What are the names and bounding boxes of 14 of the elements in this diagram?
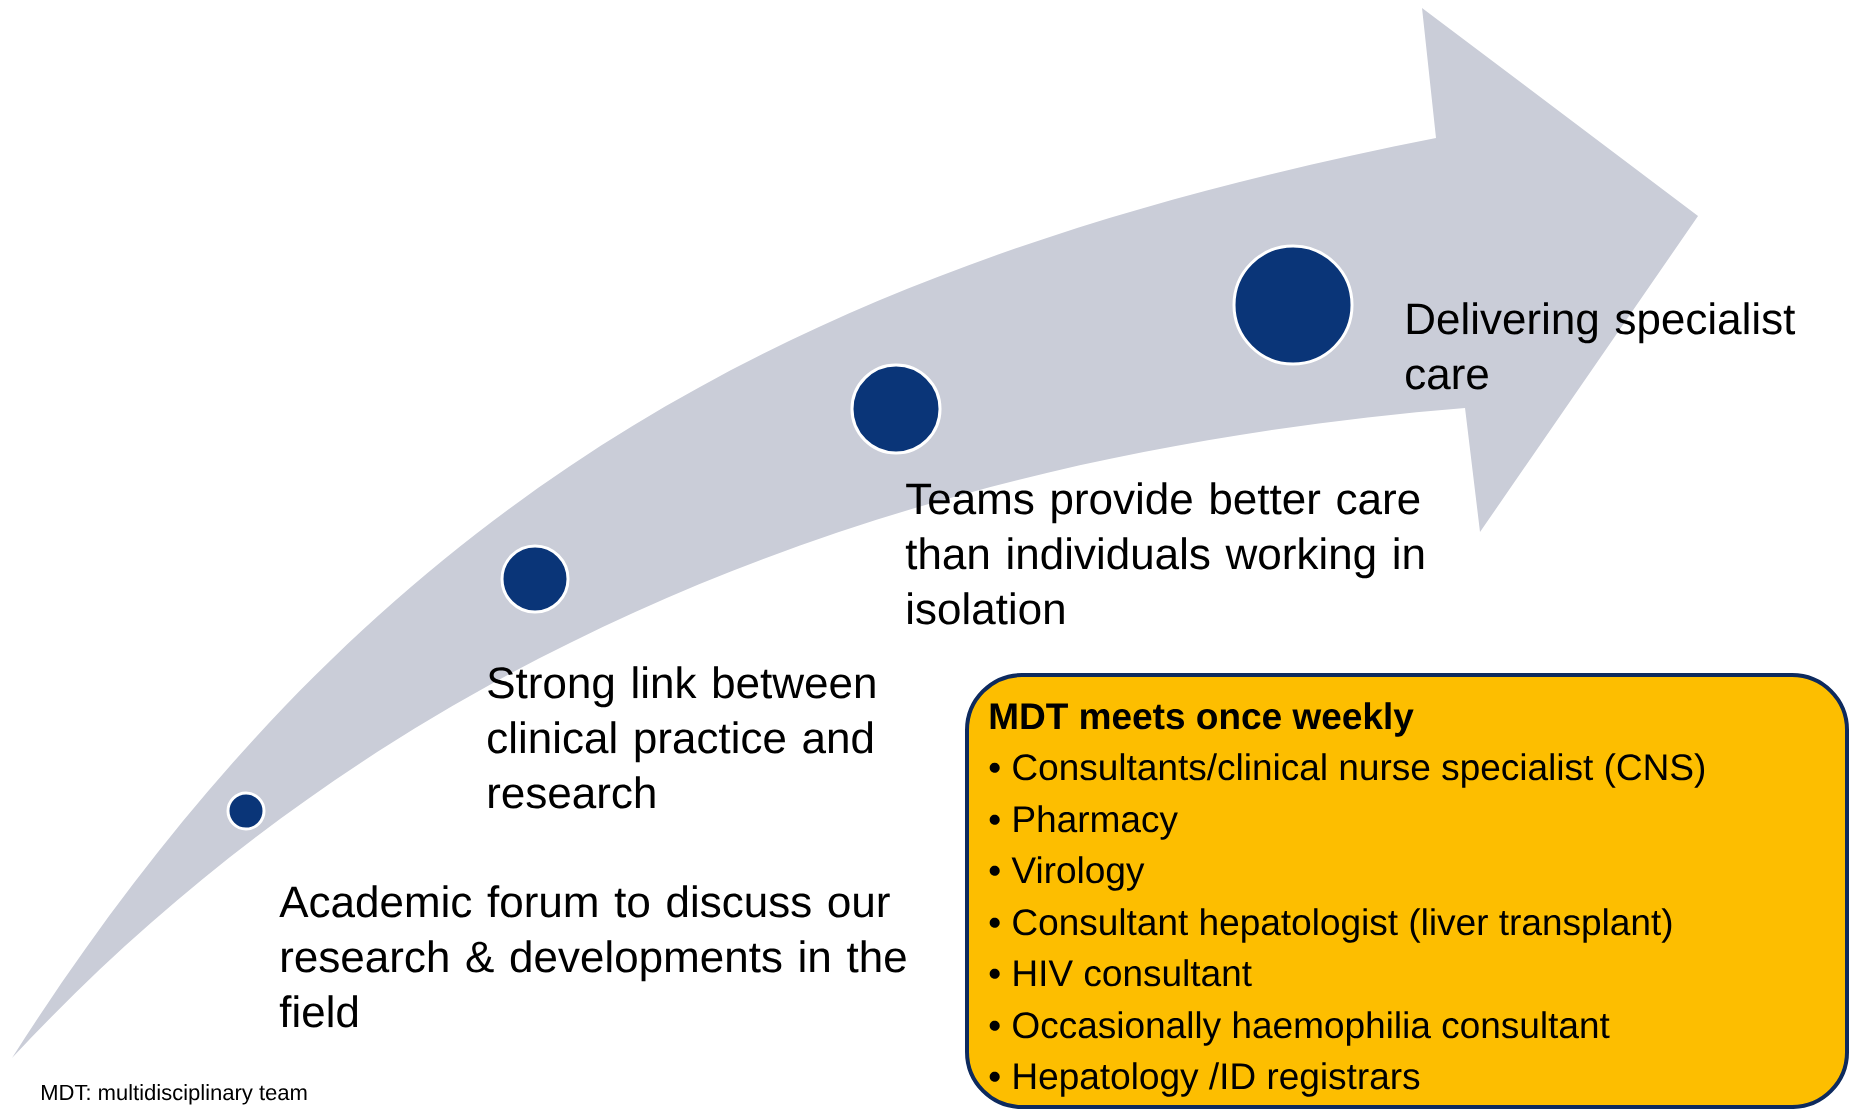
step-label: Academic forum to discuss our research & developments in the field [279,885,906,1028]
list-item: • Hepatology /ID registrars [989,1062,1420,1097]
callout-box [965,673,1849,1109]
list-item: • Occasionally haemophilia consultant [989,1011,1610,1046]
box-heading: MDT meets once weekly [990,702,1414,737]
footnote: MDT: multidisciplinary team [42,1084,307,1105]
list-item: • Pharmacy [989,805,1178,840]
list-item: • Consultant hepatologist (liver transplant) [989,908,1672,943]
list-item: • Virology [989,856,1145,891]
step-label: Delivering specialist care [1406,302,1796,390]
list-item: • HIV consultant [989,959,1252,987]
list-item: • Consultants/clinical nurse specialist (CNS) [989,753,1705,788]
step-label: Strong link between clinical practice and research [488,666,875,809]
step-label: Teams provide better care than individuals working in isolation [905,482,1424,625]
